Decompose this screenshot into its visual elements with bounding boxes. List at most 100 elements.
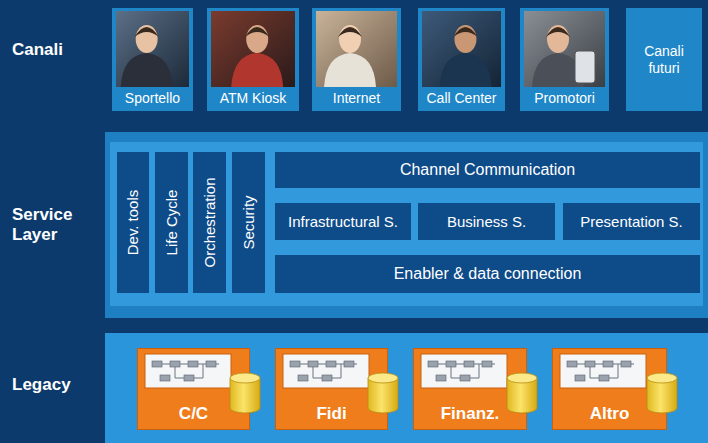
person-head (454, 25, 476, 53)
box-label: Altro (590, 404, 630, 424)
photo-background (524, 11, 605, 87)
person-body (231, 53, 283, 87)
person-hair (338, 27, 362, 37)
channel-photo (524, 11, 605, 87)
box-label: Promotori (534, 90, 595, 106)
handheld-device (575, 51, 595, 83)
tool-bar: Orchestration (193, 152, 226, 293)
photo-background (316, 11, 397, 87)
box-label: Canali futuri (630, 43, 698, 77)
channel-photo (211, 11, 295, 87)
flowchart-step (460, 375, 470, 381)
photo-background (422, 11, 501, 87)
database-cylinder-top (647, 373, 677, 383)
box-label: C/C (179, 404, 208, 424)
channel-tile: Canali futuri (626, 8, 702, 111)
box-label: Orchestration (201, 177, 218, 267)
database-cylinder (507, 378, 537, 413)
flowchart-step (160, 375, 170, 381)
channel-tile: Internet (312, 8, 401, 111)
layer-band: LegacyC/C Fidi Finanz. Altro (0, 328, 708, 443)
flowchart-step (464, 361, 474, 367)
legacy-system-box: Finanz. (413, 348, 527, 430)
flowchart-panel (283, 354, 369, 388)
flowchart-step (428, 361, 438, 367)
flowchart-step (290, 361, 300, 367)
channel-photo (316, 11, 397, 87)
box-label: Channel Communication (400, 161, 575, 179)
legacy-icon (421, 354, 537, 413)
person-body (439, 53, 491, 87)
person-hair (453, 27, 477, 37)
flowchart-step (170, 361, 180, 367)
service-frame (105, 132, 708, 318)
flowchart-step (206, 361, 216, 367)
person-body (324, 53, 376, 87)
channel-tile: Call Center (418, 8, 505, 111)
box-label: Dev. tools (125, 190, 142, 256)
box-label: Call Center (426, 90, 496, 106)
person-head (547, 25, 569, 53)
person-head (246, 25, 268, 53)
flowchart-step (585, 361, 595, 367)
database-cylinder (368, 378, 398, 413)
box-label: ATM Kiosk (220, 90, 287, 106)
channel-photo (422, 11, 501, 87)
tool-bar: Life Cycle (155, 152, 188, 293)
flowchart-step (152, 361, 162, 367)
person-body (532, 53, 584, 87)
flowchart-wire (433, 364, 495, 365)
box-label: Life Cycle (163, 190, 180, 256)
service-box: Presentation S. (563, 203, 700, 240)
flowchart-step (184, 375, 194, 381)
channel-tile: Sportello (112, 8, 193, 111)
flowchart-step (567, 361, 577, 367)
flowchart-wire (451, 364, 479, 378)
box-label: Finanz. (441, 404, 500, 424)
person-head (339, 25, 361, 53)
box-label: Presentation S. (580, 213, 683, 230)
service-box: Infrastructural S. (275, 203, 411, 240)
person-body (121, 53, 173, 87)
service-box: Enabler & data connection (275, 255, 700, 293)
channel-photo (116, 11, 189, 87)
flowchart-panel (560, 354, 646, 388)
layer-label: Legacy (12, 375, 96, 395)
person-hair (135, 27, 159, 37)
channel-tile: ATM Kiosk (207, 8, 299, 111)
tool-bar: Dev. tools (117, 152, 149, 293)
tool-bar: Security (232, 152, 265, 293)
flowchart-step (308, 361, 318, 367)
flowchart-panel (421, 354, 507, 388)
person-hair (546, 27, 570, 37)
channel-tile: Promotori (520, 8, 609, 111)
flowchart-step (621, 361, 631, 367)
flowchart-wire (313, 364, 341, 378)
box-label: Fidi (316, 404, 346, 424)
flowchart-step (575, 375, 585, 381)
service-panel (110, 142, 703, 306)
layer-label: Service Layer (12, 205, 96, 245)
legacy-icon (283, 354, 398, 413)
legacy-panel (105, 333, 708, 443)
flowchart-wire (175, 364, 203, 378)
database-cylinder-top (368, 373, 398, 383)
box-label: Sportello (125, 90, 180, 106)
layer-band: Service Layer Dev. tools Life Cycle Orchest… (0, 124, 708, 328)
legacy-icon (145, 354, 260, 413)
flowchart-wire (590, 364, 618, 378)
layer-label: Canali (12, 40, 96, 60)
flowchart-wire (572, 364, 634, 365)
flowchart-step (482, 361, 492, 367)
legacy-system-box: C/C (137, 348, 250, 430)
legacy-icon (560, 354, 677, 413)
database-cylinder-top (507, 373, 537, 383)
person-hair (245, 27, 269, 37)
flowchart-step (603, 361, 613, 367)
database-cylinder-top (230, 373, 260, 383)
flowchart-panel (145, 354, 231, 388)
flowchart-step (446, 361, 456, 367)
box-label: Infrastructural S. (288, 213, 398, 230)
flowchart-step (436, 375, 446, 381)
